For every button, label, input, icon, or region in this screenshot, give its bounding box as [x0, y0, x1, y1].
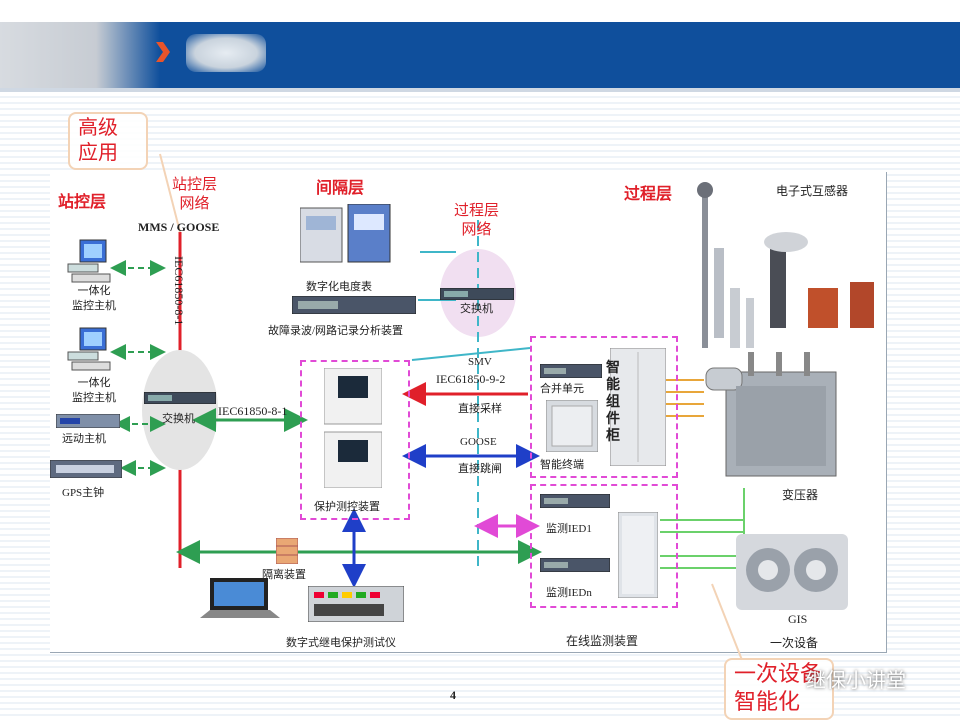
- monitor-host-1-label: 一体化 监控主机: [72, 285, 116, 312]
- online-monitor-label: 在线监测装置: [566, 634, 639, 648]
- process-layer-title: 过程层: [624, 186, 673, 203]
- remote-host-label: 远动主机: [62, 433, 106, 445]
- process-switch-icon: [440, 288, 514, 300]
- primary-equipment-callout: 一次设备 智能化: [724, 658, 834, 720]
- relay-tester-icon: [308, 586, 404, 622]
- bay-layer-title: 间隔层: [316, 180, 365, 197]
- isolation-label: 隔离装置: [262, 569, 306, 581]
- laptop-icon: [200, 578, 280, 618]
- watermark-text: 继保小讲堂: [806, 670, 906, 692]
- smart-cabinet-box: [530, 336, 678, 478]
- protection-label: 保护测控装置: [314, 501, 380, 513]
- iec-8-1-vertical-label: IEC61850-8-1: [172, 256, 186, 326]
- isolation-device-icon: [276, 538, 298, 564]
- gps-clock-icon: [50, 460, 122, 478]
- merging-unit-icon: [540, 364, 602, 378]
- fault-recorder-label: 故障录波/网路记录分析装置: [268, 325, 404, 337]
- ect-label: 电子式互感器: [776, 184, 849, 198]
- station-network-label: 站控层 网络: [172, 177, 218, 212]
- direct-trip-label: 直接跳闸: [458, 463, 502, 475]
- advanced-app-callout: 高级 应用: [68, 112, 148, 170]
- smart-terminal-icon: [546, 400, 598, 452]
- monitor-cabinet-icon: [618, 512, 658, 598]
- monitor-iedn-label: 监测IEDn: [546, 587, 592, 599]
- transformer-label: 变压器: [782, 488, 819, 502]
- protection-box: [300, 360, 410, 520]
- header-band: [0, 22, 960, 88]
- remote-host-icon: [56, 414, 120, 428]
- iec-9-2-label: IEC61850-9-2: [436, 372, 506, 386]
- monitor-ied1-label: 监测IED1: [546, 523, 592, 535]
- process-switch-label: 交换机: [460, 303, 493, 315]
- smart-cabinet-label: 智 能 组 件 柜: [606, 361, 620, 444]
- protection-device-icon: [324, 368, 382, 488]
- primary-equipment-caption: 一次设备: [770, 636, 819, 650]
- online-monitor-box: [530, 484, 678, 608]
- gis-icon: [736, 534, 848, 610]
- process-network-label: 过程层 网络: [454, 203, 500, 238]
- header-world-map: [0, 22, 160, 88]
- smart-terminal-label: 智能终端: [540, 459, 584, 471]
- power-transformer-icon: [705, 352, 837, 477]
- chevron-right-icon: [156, 42, 170, 62]
- direct-sampling-label: 直接采样: [458, 403, 502, 415]
- goose-label: GOOSE: [460, 436, 497, 448]
- monitor-iedn-icon: [540, 558, 610, 572]
- smart-cabinet-icon: [610, 348, 666, 466]
- mms-goose-label: MMS / GOOSE: [138, 220, 220, 234]
- primary-equipment-label: 一次设备 智能化: [734, 661, 823, 714]
- station-switch-label: 交换机: [162, 413, 195, 425]
- header-divider: [0, 88, 960, 92]
- advanced-app-label: 高级 应用: [78, 117, 118, 164]
- gps-clock-label: GPS主钟: [62, 487, 105, 499]
- digital-meter-icon: [300, 204, 391, 263]
- page-number: 4: [450, 688, 456, 702]
- monitor-host-2-icon: [67, 327, 111, 371]
- relay-tester-label: 数字式继电保护测试仪: [286, 637, 396, 649]
- electronic-transformer-icon: [697, 182, 874, 348]
- blurred-title-patch: [186, 34, 266, 72]
- station-switch-icon: [144, 392, 216, 404]
- iec-8-1-label: IEC61850-8-1: [218, 404, 288, 418]
- gis-label: GIS: [788, 612, 808, 626]
- fault-recorder-icon: [292, 296, 416, 314]
- smv-label: SMV: [468, 356, 492, 368]
- monitor-ied1-icon: [540, 494, 610, 508]
- monitor-host-1-icon: [67, 239, 111, 283]
- merging-unit-label: 合并单元: [540, 383, 584, 395]
- monitor-host-2-label: 一体化 监控主机: [72, 377, 116, 404]
- digital-meter-label: 数字化电度表: [306, 281, 372, 293]
- station-layer-title: 站控层: [58, 194, 107, 211]
